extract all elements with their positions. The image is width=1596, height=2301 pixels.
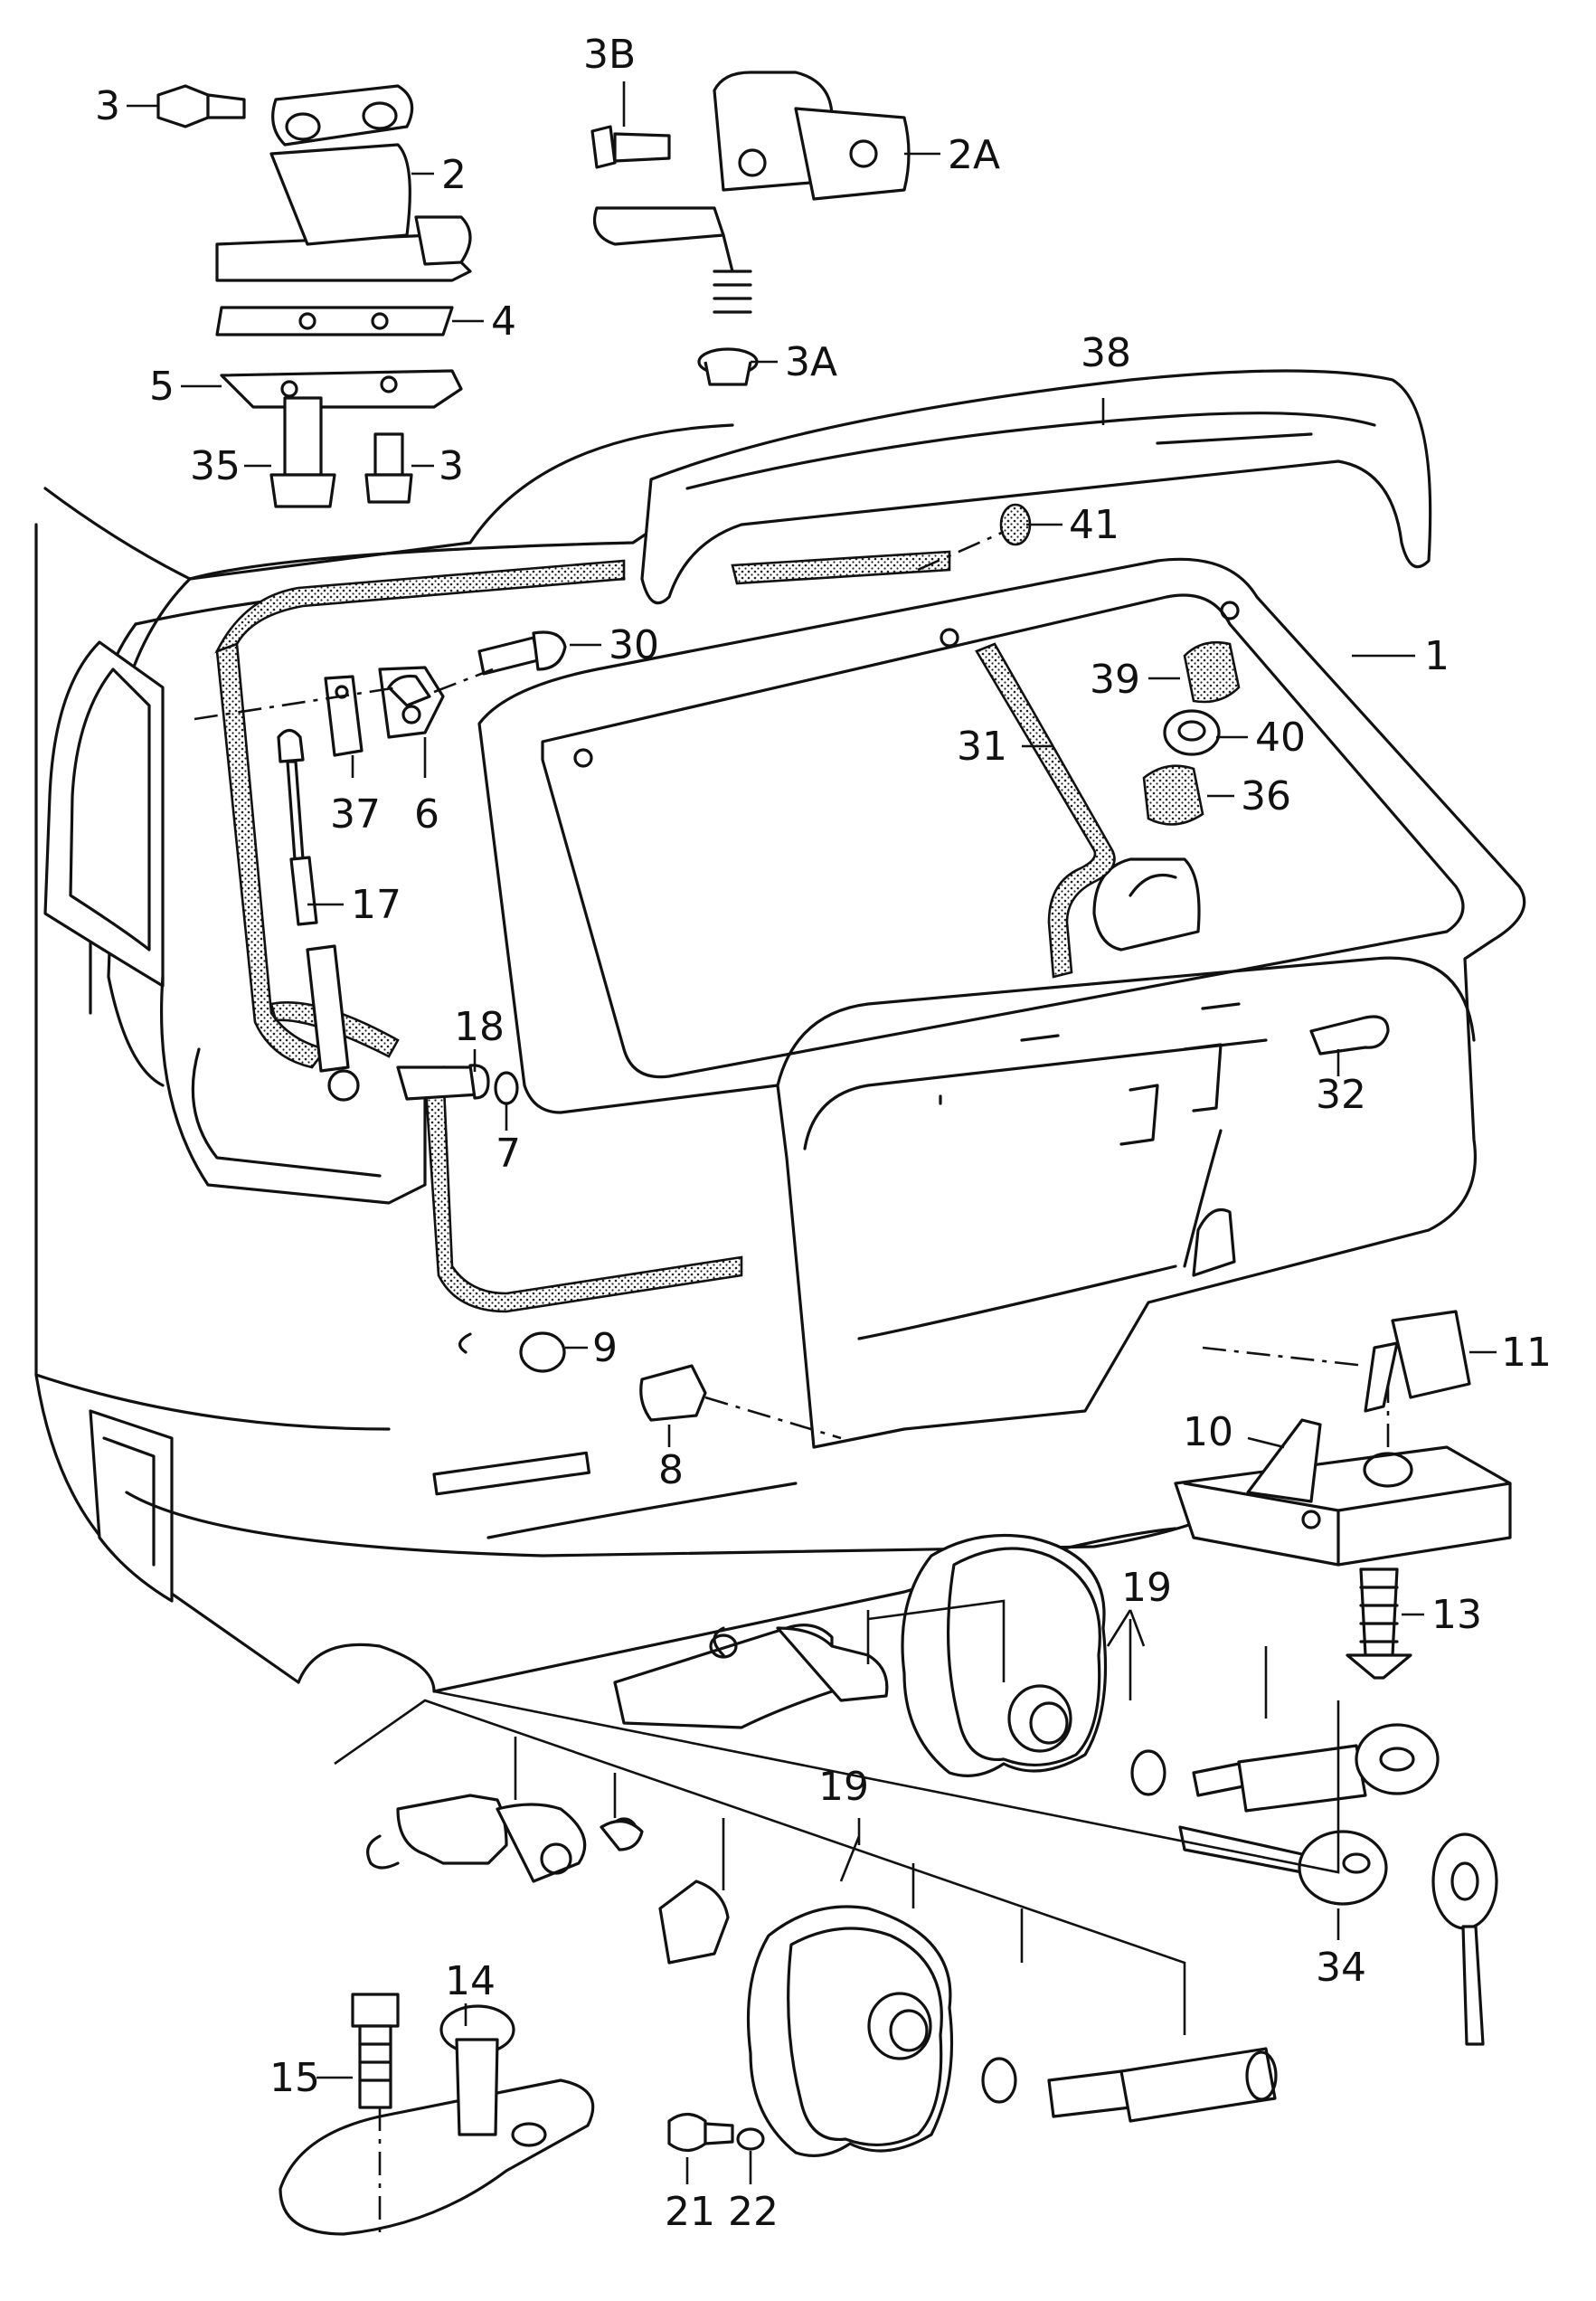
label-part-4: 4 — [491, 298, 516, 345]
plug-part-9 — [458, 1331, 566, 1373]
label-part-14: 14 — [445, 1958, 496, 2004]
washer-part-22 — [736, 2127, 765, 2151]
ball-stud-part-30 — [387, 630, 567, 707]
hinge-left-part-2 — [215, 84, 472, 282]
lock-cylinder-housing-lower — [396, 1794, 1278, 2157]
label-part-15: 15 — [269, 2055, 320, 2101]
lock-cylinder-housing-upper — [613, 1533, 1367, 1813]
hinge-right-part-2a — [592, 71, 911, 314]
shim-part-4 — [215, 306, 454, 336]
label-part-17: 17 — [351, 882, 401, 928]
buffer-part-8 — [639, 1364, 707, 1422]
label-part-39: 39 — [1090, 657, 1140, 703]
label-part-38: 38 — [1081, 330, 1131, 376]
label-part-18: 18 — [454, 1004, 505, 1050]
bolt-part-3-top — [156, 84, 246, 128]
washer-part-7 — [494, 1071, 519, 1105]
label-part-41: 41 — [1069, 502, 1119, 548]
label-part-36: 36 — [1241, 773, 1291, 819]
label-part-8: 8 — [658, 1447, 684, 1493]
label-part-31: 31 — [957, 724, 1007, 770]
nut-part-3a — [697, 347, 759, 386]
label-part-5: 5 — [149, 364, 175, 410]
label-part-13: 13 — [1431, 1592, 1482, 1638]
dash-dot-guides — [194, 530, 1390, 2234]
roof-spoiler — [640, 369, 1432, 605]
label-part-2a: 2A — [948, 132, 1000, 178]
striker-plate-part-14 — [279, 2004, 595, 2236]
label-part-2: 2 — [441, 152, 467, 198]
nut-part-40 — [1163, 709, 1221, 756]
plate-part-5 — [220, 369, 463, 409]
lock-part-10 — [1174, 1418, 1512, 1567]
label-part-3-lower: 3 — [439, 443, 464, 489]
bolt-part-35 — [269, 396, 336, 508]
label-part-7: 7 — [496, 1131, 521, 1177]
label-part-30: 30 — [609, 622, 659, 668]
label-part-3b: 3B — [583, 32, 636, 78]
grommet-part-39 — [1183, 640, 1241, 704]
screw-part-21 — [667, 2112, 734, 2153]
bolt-part-3b — [590, 125, 671, 169]
key-part-34 — [1178, 1825, 1388, 1906]
key-fob-upper — [1355, 1723, 1498, 2046]
label-part-9: 9 — [592, 1325, 618, 1371]
label-part-22: 22 — [728, 2189, 779, 2235]
ball-stud-part-18 — [396, 1064, 490, 1101]
label-part-19-upper: 19 — [1121, 1565, 1172, 1611]
label-part-32: 32 — [1316, 1072, 1366, 1118]
screw-part-13 — [1346, 1567, 1412, 1680]
bolt-part-15 — [351, 1993, 400, 2109]
bolt-part-3-bottom — [364, 432, 413, 504]
label-part-40: 40 — [1255, 715, 1306, 761]
part-number-labels: 3 2 4 5 35 3 3B 2A 3A 38 41 30 1 39 40 3… — [95, 32, 1552, 2235]
label-part-35: 35 — [190, 443, 241, 489]
cap-part-36 — [1142, 764, 1204, 826]
label-part-37: 37 — [330, 791, 381, 838]
label-part-3: 3 — [95, 83, 120, 129]
label-part-21: 21 — [665, 2189, 715, 2235]
microswitch-part-11 — [1364, 1310, 1471, 1413]
bracket-part-37 — [324, 675, 364, 757]
label-part-34: 34 — [1316, 1945, 1366, 1991]
grommet-part-41 — [999, 503, 1032, 546]
label-part-19-lower: 19 — [818, 1764, 869, 1810]
clip-part-32 — [1309, 1015, 1390, 1056]
vehicle-body — [34, 423, 1241, 1693]
label-part-11: 11 — [1501, 1330, 1552, 1376]
small-clips — [366, 1626, 725, 1870]
tailgate — [477, 557, 1526, 1449]
leader-lines — [127, 81, 1497, 2184]
label-part-3a: 3A — [785, 339, 837, 385]
label-part-6: 6 — [414, 791, 439, 838]
gas-strut-part-17 — [277, 728, 360, 1102]
label-part-1: 1 — [1424, 633, 1450, 679]
label-part-10: 10 — [1183, 1409, 1233, 1455]
